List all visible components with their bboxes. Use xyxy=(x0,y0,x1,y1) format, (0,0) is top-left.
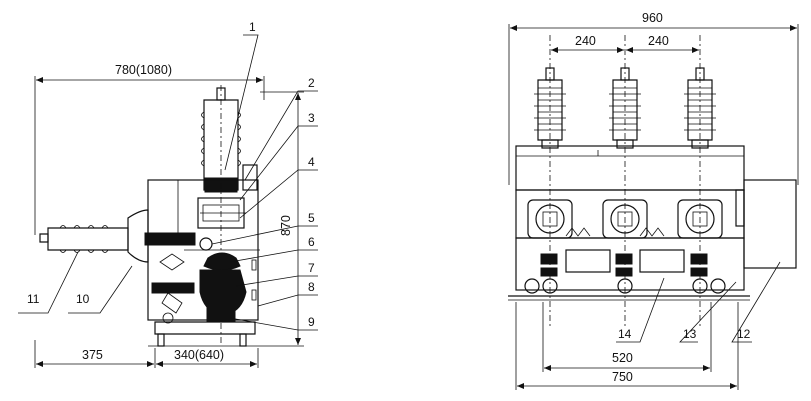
dim-pole-pitch: 240 240 xyxy=(551,34,699,53)
dim-height: 870 xyxy=(260,91,304,347)
dim-label-mount-outer: 750 xyxy=(612,370,633,384)
front-view: 960 240 240 xyxy=(508,11,799,390)
side-view: 780(1080) xyxy=(18,20,318,368)
front-bushing-left xyxy=(534,35,566,328)
callout-1: 1 xyxy=(249,20,256,34)
callout-8: 8 xyxy=(308,280,315,294)
callout-3: 3 xyxy=(308,111,315,125)
front-bushing-middle xyxy=(609,35,641,328)
top-bushing xyxy=(201,85,241,345)
dim-label-overall-width: 780(1080) xyxy=(115,63,172,77)
dim-label-height: 870 xyxy=(279,215,293,236)
dim-label-pitch-1: 240 xyxy=(575,34,596,48)
dim-label-front-width: 960 xyxy=(642,11,663,25)
callout-12: 12 xyxy=(737,327,751,341)
callout-5: 5 xyxy=(308,211,315,225)
dim-label-pitch-2: 240 xyxy=(648,34,669,48)
callout-10: 10 xyxy=(76,292,90,306)
dim-front-bottom: 520 750 xyxy=(515,302,739,390)
callout-9: 9 xyxy=(308,315,315,329)
callouts-side: 1 2 3 4 5 6 7 8 9 10 11 xyxy=(18,20,318,331)
callout-7: 7 xyxy=(308,261,315,275)
dim-overall-width: 780(1080) xyxy=(34,63,265,235)
front-lower-mechanism xyxy=(508,227,750,301)
front-bushing-right xyxy=(684,35,716,328)
dim-front-width: 960 xyxy=(508,11,799,185)
dim-label-left-offset: 375 xyxy=(82,348,103,362)
dim-label-mount-inner: 520 xyxy=(612,351,633,365)
dim-bottom: 375 340(640) xyxy=(34,340,259,368)
operating-mechanism xyxy=(151,252,247,323)
side-bushing xyxy=(39,209,149,263)
dim-label-base-width: 340(640) xyxy=(174,348,224,362)
callout-6: 6 xyxy=(308,235,315,249)
callout-4: 4 xyxy=(308,155,315,169)
callout-14: 14 xyxy=(618,327,632,341)
callout-13: 13 xyxy=(683,327,697,341)
callouts-front: 12 13 14 xyxy=(616,261,781,343)
callout-11: 11 xyxy=(27,292,40,306)
callout-2: 2 xyxy=(308,76,315,90)
base-frame xyxy=(148,312,262,347)
